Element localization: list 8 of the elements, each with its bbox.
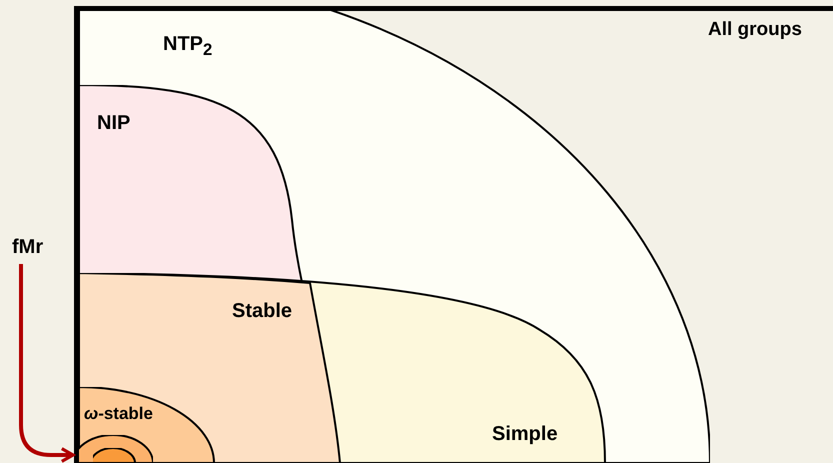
region-label: All groups <box>708 20 802 41</box>
region-label: Stable <box>232 300 292 322</box>
region-label: NTP$_{2}$ <box>163 33 212 60</box>
region-label: Simple <box>492 423 558 445</box>
arrow <box>19 264 75 463</box>
annotation-label: fMr <box>12 236 44 258</box>
region-label: NIP <box>97 112 130 134</box>
region-label: ω-stable <box>84 405 153 424</box>
